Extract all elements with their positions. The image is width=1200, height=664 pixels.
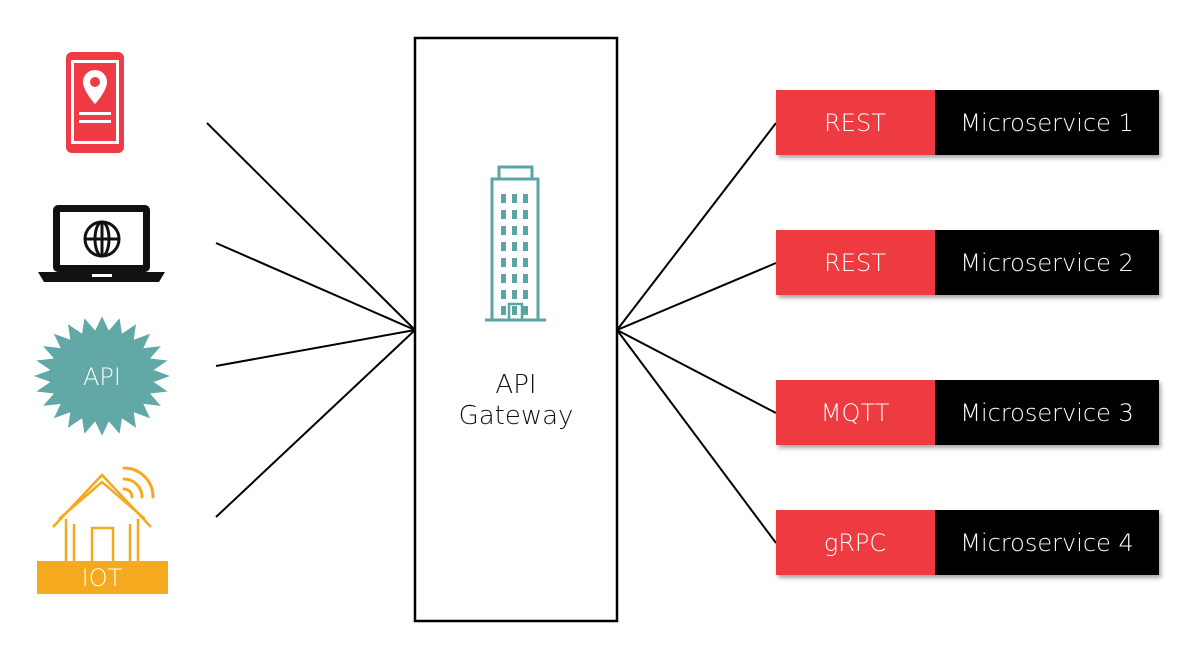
mobile-location-icon <box>66 52 124 153</box>
api-gateway-box: API Gateway <box>413 36 619 623</box>
building-window <box>512 210 517 219</box>
building-window <box>501 242 506 251</box>
building-window <box>501 226 506 235</box>
connector-mobile <box>206 122 416 331</box>
service-row-2 <box>776 230 1159 295</box>
api-badge-label: API <box>83 363 121 391</box>
building-window <box>523 210 528 219</box>
client-connectors <box>206 122 416 518</box>
service-row-3 <box>776 380 1159 445</box>
building-window <box>512 290 517 299</box>
connector-service-4 <box>616 329 777 544</box>
laptop-globe-icon <box>38 205 165 282</box>
building-window <box>523 258 528 267</box>
gateway-label-line2: Gateway <box>459 401 574 431</box>
service-row-4 <box>776 510 1159 575</box>
building-window <box>501 210 506 219</box>
protocol-label-2: REST <box>824 249 886 277</box>
building-window <box>523 242 528 251</box>
building-window <box>523 194 528 203</box>
building-door <box>507 302 524 322</box>
service-connectors <box>616 122 777 544</box>
protocol-chip-2 <box>776 230 935 295</box>
protocol-label-3: MQTT <box>821 399 890 427</box>
service-block-2 <box>935 230 1159 295</box>
building-window <box>512 194 517 203</box>
api-badge-icon: API <box>34 316 170 436</box>
connector-api <box>215 329 416 367</box>
service-label-1: Microservice 1 <box>960 109 1133 137</box>
gateway-label-line1: API <box>495 370 536 400</box>
service-block-3 <box>935 380 1159 445</box>
building-window <box>523 274 528 283</box>
connector-web <box>215 242 416 331</box>
connector-service-1 <box>616 122 777 331</box>
protocol-chip-3 <box>776 380 935 445</box>
building-window <box>512 242 517 251</box>
building-window <box>501 290 506 299</box>
protocol-chip-4 <box>776 510 935 575</box>
building-window <box>512 226 517 235</box>
building-window <box>512 306 517 315</box>
building-window <box>512 274 517 283</box>
service-row-1 <box>776 90 1159 155</box>
building-window <box>512 258 517 267</box>
connector-service-3 <box>616 329 777 414</box>
building-window <box>523 306 528 315</box>
iot-label: IOT <box>82 564 123 592</box>
building-window <box>501 258 506 267</box>
service-block-4 <box>935 510 1159 575</box>
building-window <box>501 306 506 315</box>
service-label-2: Microservice 2 <box>960 249 1133 277</box>
protocol-label-4: gRPC <box>824 529 886 557</box>
building-window <box>501 194 506 203</box>
connector-iot <box>215 329 416 518</box>
building-window <box>523 226 528 235</box>
wifi-icon <box>122 466 155 499</box>
service-block-1 <box>935 90 1159 155</box>
service-label-4: Microservice 4 <box>960 529 1133 557</box>
office-building-icon <box>485 165 546 322</box>
building-window <box>523 290 528 299</box>
protocol-label-1: REST <box>824 109 886 137</box>
service-label-3: Microservice 3 <box>960 399 1133 427</box>
connector-service-2 <box>616 262 777 331</box>
protocol-chip-1 <box>776 90 935 155</box>
building-window <box>501 274 506 283</box>
iot-house-icon: IOT <box>37 466 168 594</box>
